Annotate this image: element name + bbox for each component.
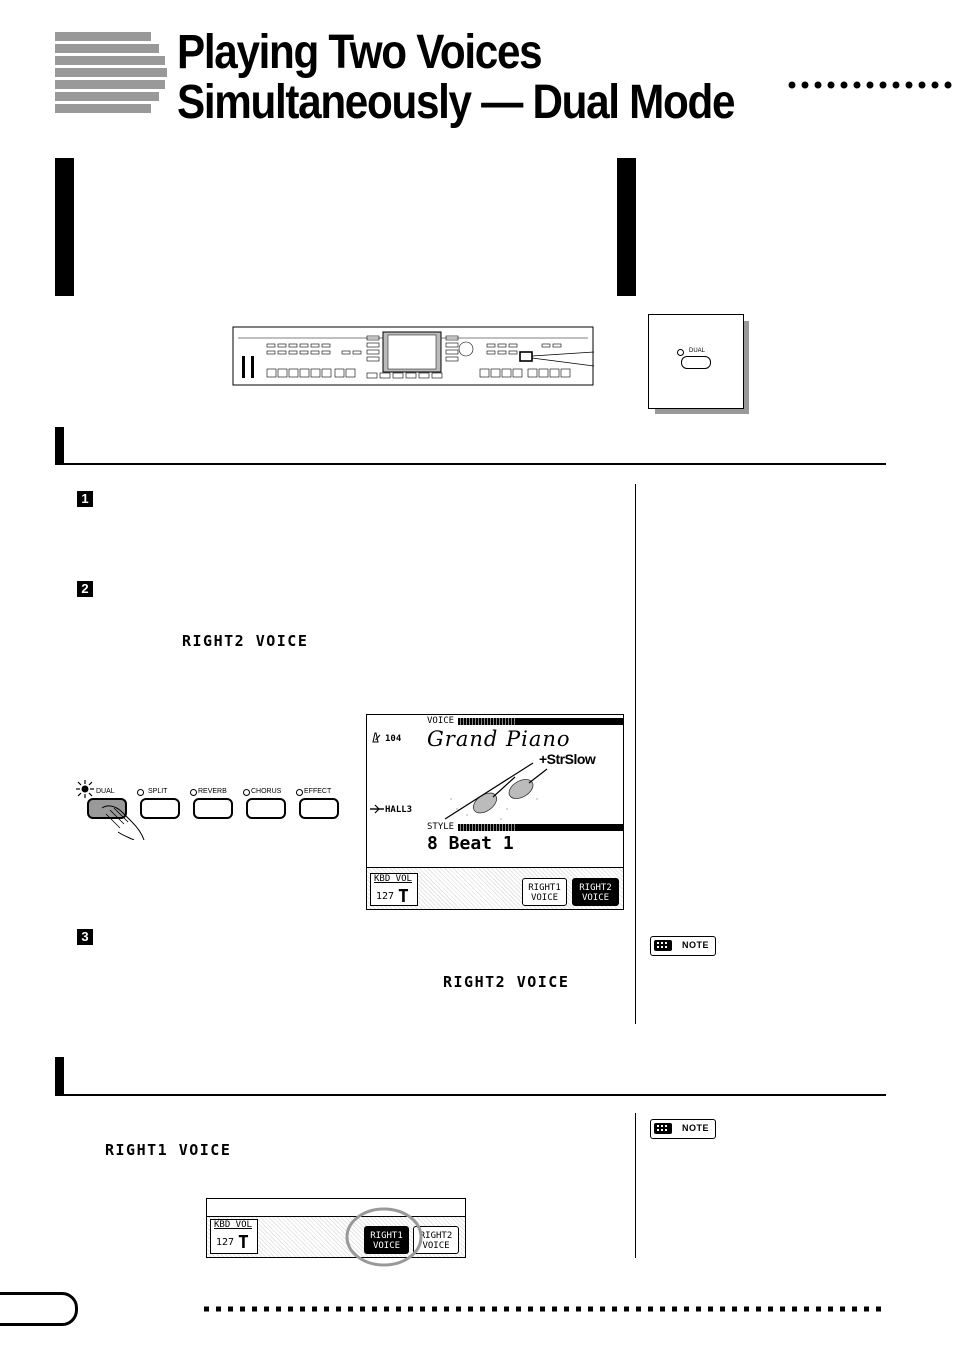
lcd-style-name: 8 Beat 1 <box>427 833 514 854</box>
dual-callout-button[interactable] <box>681 356 711 369</box>
section2-lcd-button-name: RIGHT1 VOICE <box>105 1141 232 1159</box>
step-3-lcd-button-name: RIGHT2 VOICE <box>443 973 570 991</box>
note-2-icon: NOTE <box>650 1119 716 1139</box>
lcd-small-right1-line1: RIGHT1 <box>370 1231 403 1241</box>
lcd-tempo-value: 104 <box>385 734 402 744</box>
lcd-kbd-vol-box: KBD VOL 127 T <box>370 873 418 907</box>
note-1-label: NOTE <box>682 940 710 950</box>
lcd-right2-line1: RIGHT2 <box>579 883 612 893</box>
chorus-button[interactable] <box>246 798 286 819</box>
lcd-dual-voice-name: +StrSlow <box>539 751 596 767</box>
step-2-number: 2 <box>77 581 93 597</box>
lcd-voice-label: VOICE <box>427 716 455 726</box>
page-number-tab <box>0 1292 78 1326</box>
reverb-button-label: REVERB <box>198 788 227 795</box>
note-2-keyboard-icon <box>654 1123 672 1134</box>
dual-button[interactable] <box>87 798 127 819</box>
violin-illustration <box>444 762 548 820</box>
lcd-small-kbd-vol-label: KBD VOL <box>214 1220 252 1230</box>
lcd-small-right1-voice-button[interactable]: RIGHT1 VOICE <box>364 1226 409 1254</box>
reverb-icon <box>370 804 384 814</box>
section2-column-divider <box>635 1113 636 1258</box>
title-stripes-graphic <box>55 32 167 113</box>
metronome-icon <box>372 732 381 743</box>
footer-dotted-rule <box>204 1306 886 1312</box>
lcd-small-right2-line2: VOICE <box>422 1241 450 1251</box>
lcd-small-kbd-vol-box: KBD VOL 127 T <box>210 1219 258 1254</box>
lcd-voice-header-bar-solid <box>517 718 623 725</box>
lcd-right2-voice-button[interactable]: RIGHT2 VOICE <box>572 878 619 906</box>
dual-callout-led <box>677 349 684 356</box>
page-title: Playing Two Voices Simultaneously — Dual… <box>177 26 735 129</box>
lcd-right1-voice-button[interactable]: RIGHT1 VOICE <box>522 878 567 906</box>
instrument-panel-illustration <box>232 326 594 386</box>
lcd-small-right1-line2: VOICE <box>372 1241 401 1251</box>
section1-rule <box>55 463 886 465</box>
pressing-hand-icon <box>101 805 145 840</box>
panel-buttons-illustration: DUAL SPLIT REVERB CHORUS EFFECT <box>76 780 346 840</box>
lcd-small-right2-line1: RIGHT2 <box>419 1231 453 1241</box>
dual-button-label: DUAL <box>96 788 115 795</box>
lcd-kbd-vol-value: 127 <box>376 891 395 902</box>
section2-rule <box>55 1094 886 1096</box>
dual-callout-label: DUAL <box>689 348 706 354</box>
effect-button-label: EFFECT <box>304 788 332 795</box>
lcd-right2-line2: VOICE <box>581 893 610 903</box>
split-button-label: SPLIT <box>148 788 168 795</box>
dual-callout-box: DUAL <box>648 314 744 409</box>
split-button[interactable] <box>140 798 180 819</box>
note-2-label: NOTE <box>682 1123 710 1133</box>
lcd-style-label: STYLE <box>427 822 455 832</box>
section2-marker <box>55 1057 64 1095</box>
chorus-button-label: CHORUS <box>251 788 282 795</box>
section1-marker <box>55 427 64 465</box>
title-dotted-leader <box>788 81 952 89</box>
reverb-button[interactable] <box>193 798 233 819</box>
reverb-led <box>190 789 197 796</box>
section1-column-divider <box>635 484 636 1024</box>
lcd-right1-line1: RIGHT1 <box>528 883 561 893</box>
lcd-right1-line2: VOICE <box>530 893 559 903</box>
page-title-line2: Simultaneously — Dual Mode <box>177 76 735 129</box>
lcd-voice-name: Grand Piano <box>427 727 571 751</box>
intro-right-bar <box>617 158 636 296</box>
effect-button[interactable] <box>299 798 339 819</box>
lcd-small-kbd-vol-slider-icon: T <box>238 1232 249 1253</box>
split-led <box>137 789 144 796</box>
lcd-bottom-bar: KBD VOL 127 T RIGHT1 VOICE RIGHT2 VOICE <box>367 867 623 909</box>
step-2-lcd-button-name: RIGHT2 VOICE <box>182 632 309 650</box>
page-title-line1: Playing Two Voices <box>177 26 543 79</box>
lcd-small-screen: KBD VOL 127 T RIGHT1 VOICE RIGHT2 VOICE <box>206 1198 466 1258</box>
right1-highlight-circle <box>345 1207 423 1267</box>
effect-led <box>296 789 303 796</box>
intro-left-bar <box>55 158 74 296</box>
chorus-led <box>243 789 250 796</box>
step-3-number: 3 <box>77 929 93 945</box>
lcd-small-kbd-vol-value: 127 <box>216 1237 235 1248</box>
lcd-main-screen: 104 HALL3 VOICE Grand Piano +StrSlow STY… <box>366 714 624 910</box>
step-1-number: 1 <box>77 491 93 507</box>
lcd-kbd-vol-label: KBD VOL <box>374 874 412 884</box>
note-1-icon: NOTE <box>650 936 716 956</box>
dual-led-lit-icon <box>76 780 94 798</box>
lcd-kbd-vol-slider-icon: T <box>398 886 409 907</box>
lcd-reverb-value: HALL3 <box>385 805 413 815</box>
note-1-keyboard-icon <box>654 940 672 951</box>
lcd-style-header-bar-solid <box>517 824 623 831</box>
